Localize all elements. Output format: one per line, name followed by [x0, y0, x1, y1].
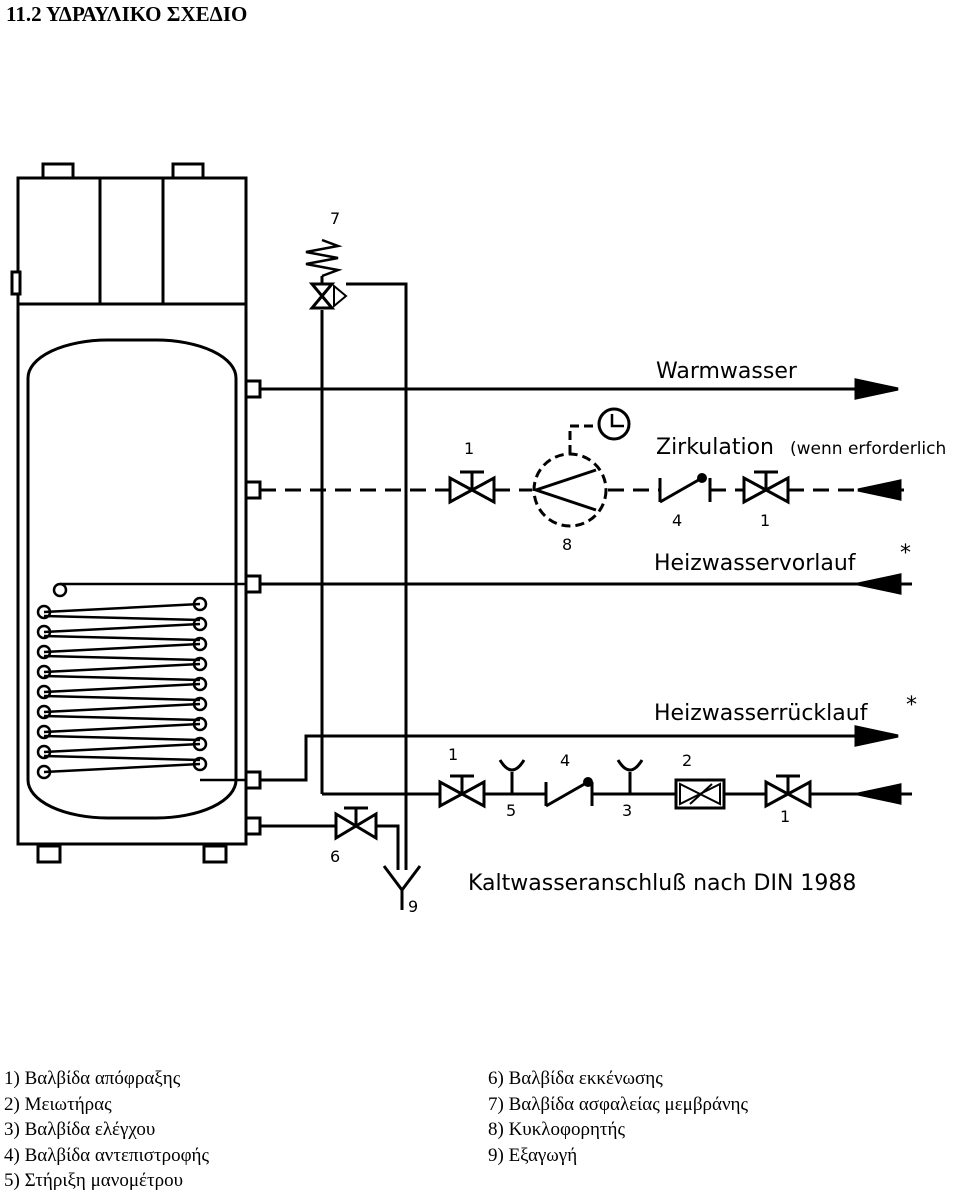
label-4: 4 — [672, 511, 682, 530]
gauge-mount — [616, 759, 644, 794]
port-cold — [244, 816, 262, 836]
legend-item: 3) Βαλβίδα ελέγχου — [4, 1119, 156, 1140]
legend-left: 1) Βαλβίδα απόφραξης 2) Μειωτήρας 3) Βαλ… — [4, 1066, 209, 1194]
heating-flow-label: Heizwasservorlauf — [654, 551, 857, 576]
legend-item: 6) Βαλβίδα εκκένωσης — [488, 1068, 663, 1089]
label-5: 5 — [506, 801, 516, 820]
circulation-note: (wenn erforderlich — [790, 439, 946, 459]
warm-water-label: Warmwasser — [656, 359, 798, 384]
shutoff-valve — [438, 774, 486, 809]
port-ruecklauf — [244, 770, 262, 790]
label-1: 1 — [760, 511, 770, 530]
inner-tank — [26, 338, 238, 820]
legend-item: 8) Κυκλοφορητής — [488, 1119, 625, 1140]
drain-funnel — [382, 865, 422, 910]
legend-item: 4) Βαλβίδα αντεπιστροφής — [4, 1144, 210, 1166]
label-9: 9 — [408, 897, 418, 916]
legend-right: 6) Βαλβίδα εκκένωσης 7) Βαλβίδα ασφαλεία… — [488, 1066, 748, 1168]
legend-item: 9) Εξαγωγή — [488, 1144, 578, 1166]
legend-item: 2) Μειωτήρας — [4, 1093, 112, 1115]
legend-item: 5) Στήριξη μανομέτρου — [4, 1170, 184, 1191]
pressure-reducer — [674, 778, 726, 810]
gauge-mount — [498, 759, 526, 794]
port-zirk — [244, 480, 262, 500]
shutoff-valve — [764, 774, 812, 809]
cold-water-line — [260, 310, 912, 870]
discharge-line — [346, 282, 408, 870]
legend-item: 1) Βαλβίδα απόφραξης — [4, 1068, 181, 1089]
label-8: 8 — [562, 535, 572, 554]
heating-flow-line — [260, 573, 912, 595]
legend-item: 7) Βαλβίδα ασφαλείας μεμβράνης — [488, 1093, 749, 1115]
shutoff-valve — [742, 470, 790, 505]
hydraulic-diagram: Warmwasser Zirkulation (wenn erforderlic… — [10, 162, 946, 916]
label-1: 1 — [448, 745, 458, 764]
label-2: 2 — [682, 751, 692, 770]
shutoff-valve — [448, 470, 496, 505]
check-valve — [658, 473, 712, 504]
cold-water-label: Kaltwasseranschluß nach DIN 1988 — [468, 871, 856, 896]
page-title: 11.2 ΥΔΡΑΥΛΙΚΟ ΣΧΕΔΙΟ — [6, 2, 248, 26]
asterisk: * — [900, 541, 911, 566]
tank-body — [16, 302, 248, 846]
label-6: 6 — [330, 847, 340, 866]
tank-foot-left — [36, 844, 62, 864]
label-7: 7 — [330, 209, 340, 228]
tank-foot-right — [202, 844, 228, 864]
warm-water-line — [260, 378, 899, 400]
label-1: 1 — [780, 807, 790, 826]
heating-return-line — [260, 725, 899, 782]
safety-valve — [305, 238, 348, 310]
label-1: 1 — [464, 439, 474, 458]
circulation-label: Zirkulation — [656, 435, 774, 460]
label-4: 4 — [560, 751, 570, 770]
check-valve — [544, 777, 594, 808]
heating-return-label: Heizwasserrücklauf — [654, 701, 869, 726]
drain-valve — [334, 806, 378, 841]
storage-tank — [10, 162, 262, 864]
circulation-pump — [531, 424, 608, 528]
port-vorlauf — [244, 574, 262, 594]
asterisk: * — [906, 693, 917, 718]
label-3: 3 — [622, 801, 632, 820]
heat-exchanger-coil — [36, 582, 246, 782]
port-warm — [244, 379, 262, 399]
heat-pump-unit — [16, 176, 248, 306]
timer-icon — [597, 407, 631, 441]
